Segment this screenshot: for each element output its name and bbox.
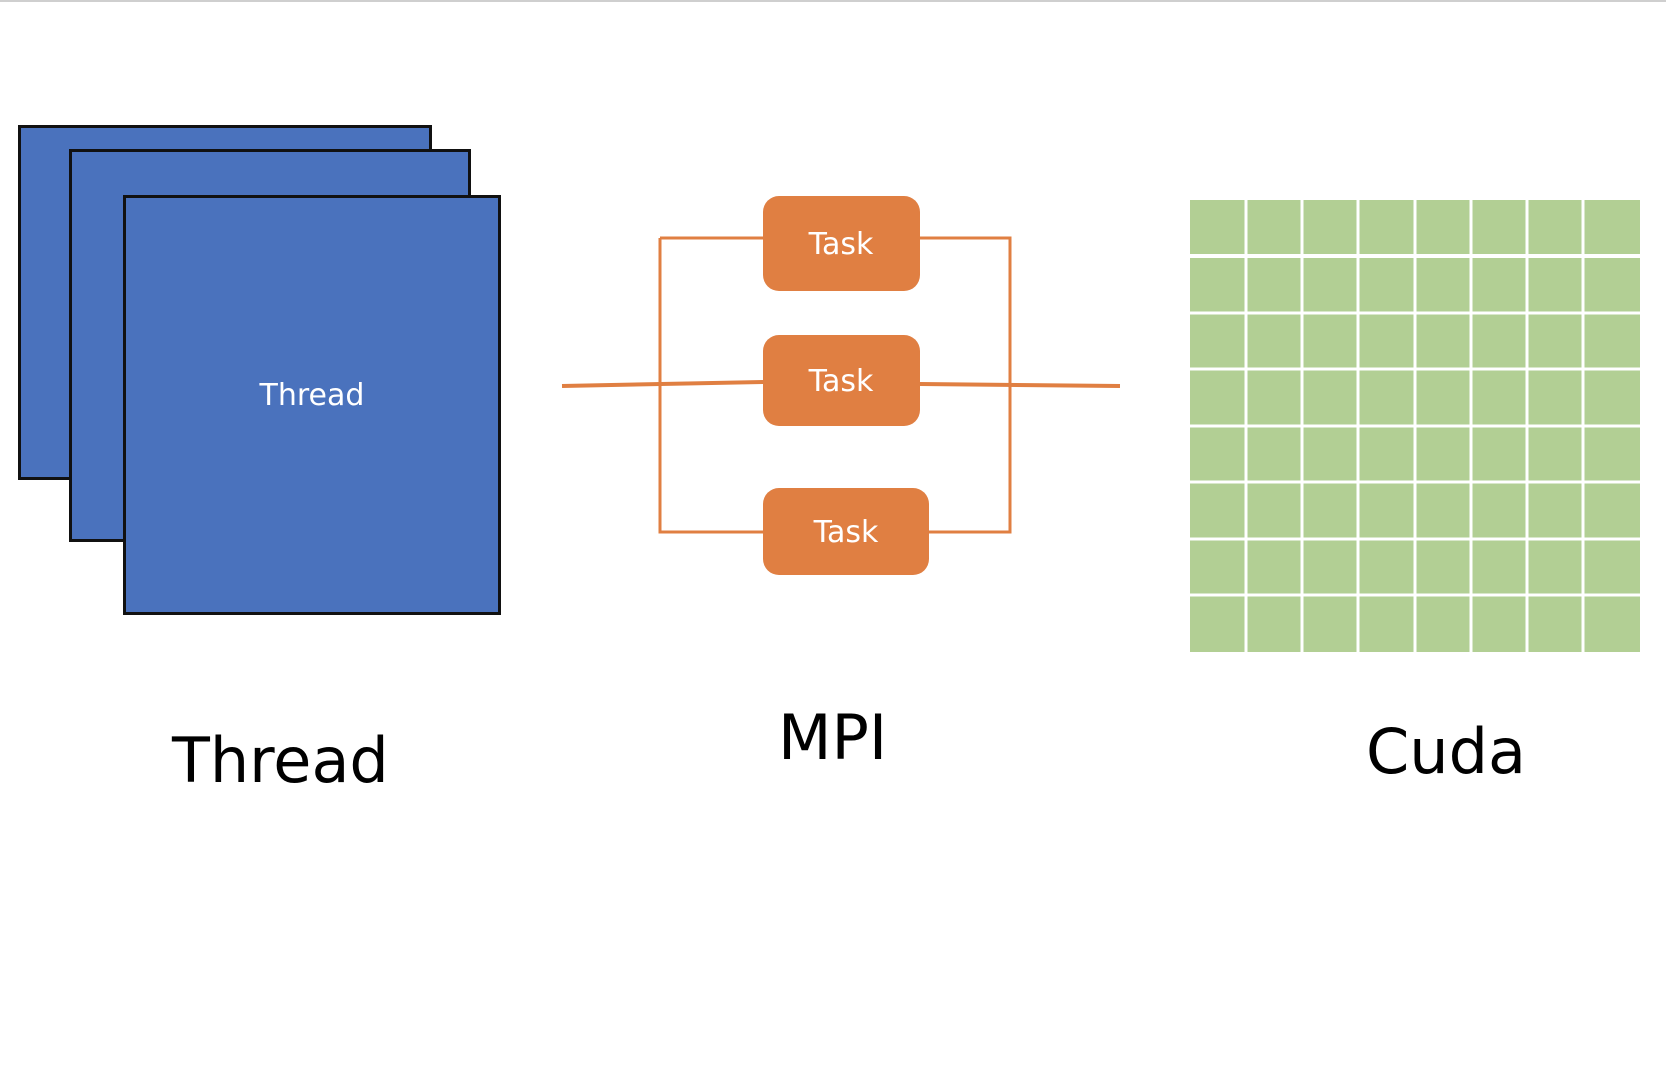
cuda-grid-lines <box>1190 200 1640 652</box>
mpi-input-line <box>561 380 764 388</box>
top-rule <box>0 0 1666 2</box>
thread-box-label: Thread <box>259 377 365 413</box>
thread-sheet-front: Thread <box>123 195 501 615</box>
mpi-task-2: Task <box>763 335 920 426</box>
task-label-2: Task <box>808 364 874 399</box>
mpi-output-line <box>919 382 1121 388</box>
cuda-grid <box>1190 200 1640 652</box>
mpi-diagram: Task Task Task <box>561 196 1121 575</box>
mpi-task-1: Task <box>763 196 920 291</box>
task-label-1: Task <box>808 227 874 262</box>
mpi-caption: MPI <box>778 701 888 774</box>
mpi-connector-left-bottom <box>658 238 763 534</box>
mpi-connector-bottom-right <box>929 388 1012 534</box>
task-label-3: Task <box>813 515 879 550</box>
mpi-task-3: Task <box>763 488 929 575</box>
thread-caption: Thread <box>172 724 389 797</box>
cuda-caption: Cuda <box>1366 715 1526 788</box>
mpi-connector-top-right <box>920 236 1012 388</box>
